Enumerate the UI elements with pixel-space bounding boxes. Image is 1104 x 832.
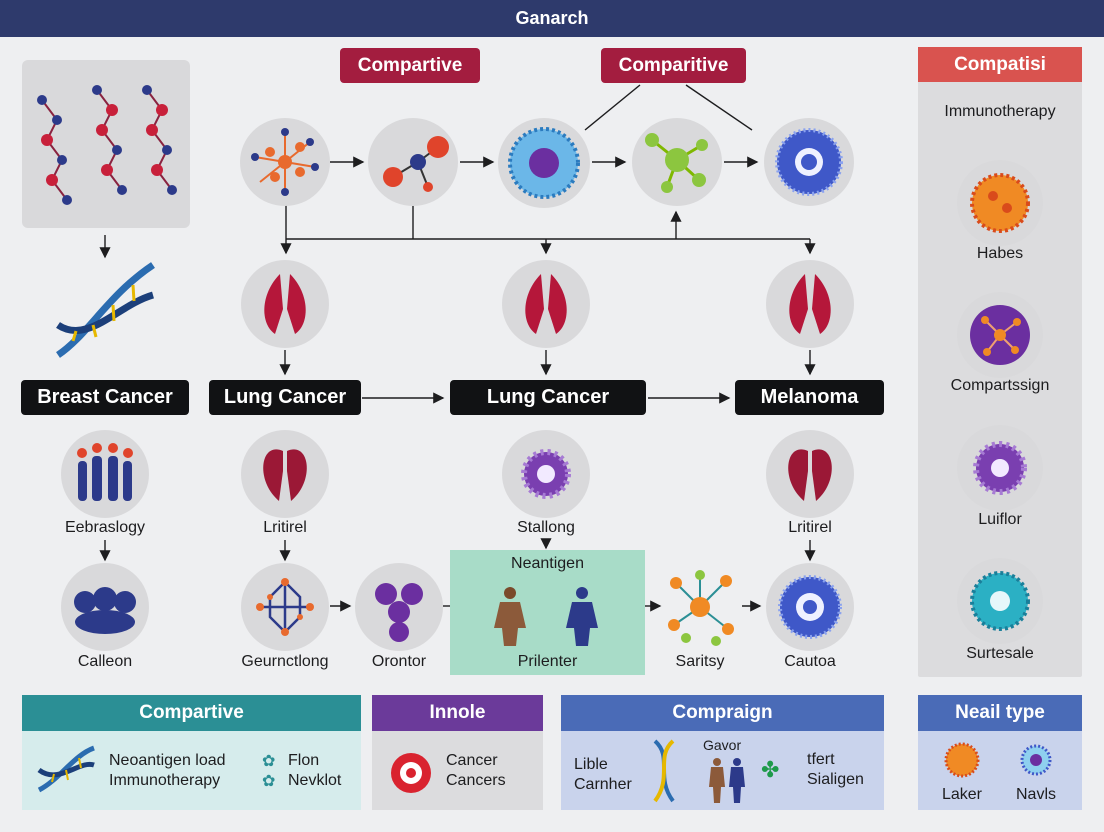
bottom-box1-side1: Flon bbox=[288, 752, 320, 769]
virus-purple-icon bbox=[502, 430, 590, 518]
row4-label-4: Prilenter bbox=[517, 653, 578, 670]
green-molecule-icon bbox=[632, 118, 722, 206]
orange-network-icon bbox=[656, 563, 744, 651]
bottom-box3-top: Gavor bbox=[703, 737, 742, 753]
orange-cell-icon bbox=[944, 742, 980, 778]
blue-virus-cell-icon bbox=[764, 118, 854, 206]
right-item-1: Immunotherapy bbox=[944, 103, 1056, 120]
bottom-box3-left2: Carnher bbox=[574, 776, 632, 793]
people-group-icon bbox=[61, 430, 149, 518]
row3-label-4: Lritirel bbox=[788, 519, 832, 536]
bottom-box-header: Neail type bbox=[918, 695, 1082, 731]
lung-organ-icon bbox=[241, 260, 329, 348]
bottom-box2-line1: Cancer bbox=[446, 752, 498, 769]
clover-icon: ✤ bbox=[761, 757, 780, 782]
right-panel-header: Compatisi bbox=[918, 47, 1082, 82]
atom-molecule-icon bbox=[368, 118, 458, 206]
molecule-image bbox=[22, 60, 190, 228]
bottom-box3-left1: Lible bbox=[574, 756, 608, 773]
bottom-box-compartive: Compartive Neoantigen load Immunotherapy… bbox=[22, 695, 361, 810]
dna-helix-icon bbox=[37, 745, 95, 793]
bottom-box4-item1: Laker bbox=[941, 786, 983, 803]
immune-cell-icon bbox=[498, 118, 590, 208]
row4-label-5: Saritsy bbox=[675, 653, 725, 670]
pill-comparitive: Comparitive bbox=[601, 48, 746, 83]
bottom-box-header: Compraign bbox=[561, 695, 884, 731]
antibody-network-icon bbox=[241, 563, 329, 651]
dna-helix-icon bbox=[653, 739, 675, 803]
blue-virus-cell-icon bbox=[766, 563, 854, 651]
cancer-label-melanoma: Melanoma bbox=[735, 380, 884, 415]
row4-label-2: Geurnctlong bbox=[241, 653, 329, 670]
bottom-box3-right2: Sialigen bbox=[807, 771, 864, 788]
bottom-box4-item2: Navls bbox=[1015, 786, 1056, 803]
bottom-box1-line1: Neoantigen load bbox=[109, 752, 226, 769]
dna-helix-icon bbox=[48, 255, 163, 365]
purple-molecule-icon bbox=[355, 563, 443, 651]
lung-organ-icon bbox=[766, 260, 854, 348]
title-bar: Ganarch bbox=[0, 0, 1104, 37]
cancer-label-breast: Breast Cancer bbox=[21, 380, 189, 415]
cancer-ring-icon bbox=[391, 753, 431, 793]
bottom-box1-side2: Nevklot bbox=[288, 772, 342, 789]
row3-label-2: Lritirel bbox=[263, 519, 307, 536]
teal-cell-icon bbox=[957, 558, 1043, 644]
neoantigen-label: Neantigen bbox=[511, 555, 584, 572]
right-item-2: Habes bbox=[976, 245, 1024, 262]
bottom-box-header: Innole bbox=[372, 695, 543, 731]
blue-virus-cell-icon bbox=[1020, 744, 1052, 776]
bottom-box-header: Compartive bbox=[22, 695, 361, 731]
right-item-3: Compartssign bbox=[950, 377, 1050, 394]
bottom-box2-line2: Cancers bbox=[446, 772, 506, 789]
bottom-box3-right1: tfert bbox=[807, 751, 835, 768]
page-title: Ganarch bbox=[515, 8, 589, 28]
right-item-4: Luiflor bbox=[978, 511, 1022, 528]
purple-virus-icon bbox=[957, 425, 1043, 511]
neoantigen-box: Neantigen Prilenter bbox=[450, 550, 645, 675]
bottom-box1-line2: Immunotherapy bbox=[109, 772, 221, 789]
pill-compartive: Compartive bbox=[340, 48, 480, 83]
row3-label-1: Eebraslogy bbox=[64, 519, 146, 536]
row3-label-3: Stallong bbox=[517, 519, 575, 536]
lung-organ-icon bbox=[502, 260, 590, 348]
human-body-icon bbox=[566, 587, 598, 646]
molecule-chain-icon bbox=[37, 85, 177, 205]
row4-label-3: Orontor bbox=[371, 653, 427, 670]
bottom-box-neail-type: Neail type Laker Navls bbox=[918, 695, 1082, 810]
lung-lobes-icon bbox=[766, 430, 854, 518]
bottom-box-innole: Innole Cancer Cancers bbox=[372, 695, 543, 810]
human-body-icon bbox=[709, 758, 745, 803]
lung-lobes-icon bbox=[241, 430, 329, 518]
flower-icon: ✿ bbox=[262, 753, 276, 770]
flower-icon: ✿ bbox=[262, 773, 276, 790]
cancer-label-lung-2: Lung Cancer bbox=[450, 380, 646, 415]
cell-cluster-icon bbox=[61, 563, 149, 651]
row4-label-1: Calleon bbox=[77, 653, 133, 670]
bottom-box-compraign: Compraign Lible Carnher Gavor ✤ tfert Si… bbox=[561, 695, 884, 810]
human-body-icon bbox=[494, 587, 526, 646]
right-item-5: Surtesale bbox=[966, 645, 1034, 662]
orange-cell-icon bbox=[957, 160, 1043, 246]
purple-network-icon bbox=[957, 292, 1043, 378]
row4-label-6: Cautoa bbox=[784, 653, 836, 670]
molecule-cluster-icon bbox=[240, 118, 330, 206]
cancer-label-lung: Lung Cancer bbox=[209, 380, 361, 415]
